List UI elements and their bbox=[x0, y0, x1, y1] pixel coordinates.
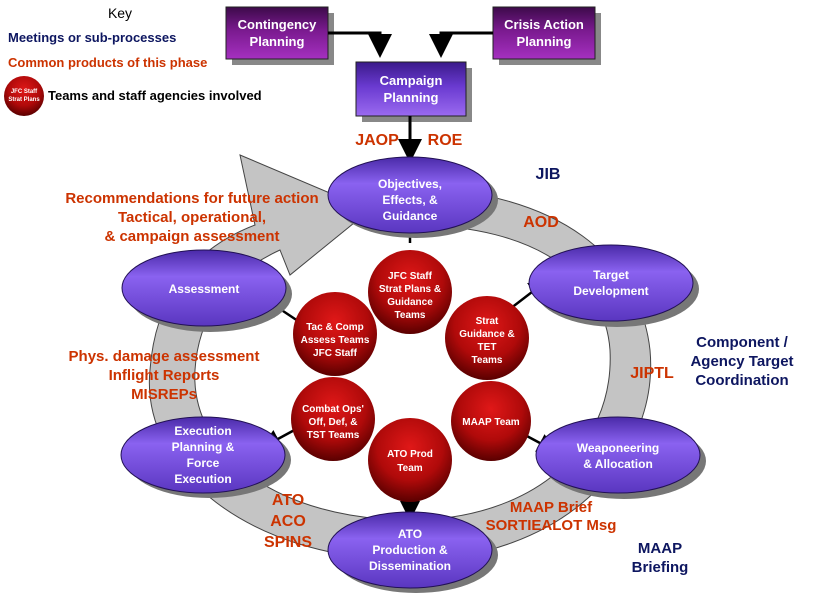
crisis-action-planning-box: Crisis Action Planning bbox=[492, 6, 601, 65]
svg-text:Agency Target: Agency Target bbox=[690, 353, 793, 370]
product-roe: ROE bbox=[428, 132, 463, 149]
svg-text:Assess Teams: Assess Teams bbox=[301, 335, 370, 346]
svg-text:Execution: Execution bbox=[174, 472, 231, 486]
svg-text:Objectives,: Objectives, bbox=[378, 177, 442, 191]
product-jiptl: JIPTL bbox=[630, 365, 674, 382]
product-recommendations: Recommendations for future action Tactic… bbox=[65, 190, 318, 245]
team-ato-prod: ATO Prod Team bbox=[368, 418, 452, 502]
svg-text:Guidance &: Guidance & bbox=[459, 329, 515, 340]
svg-text:Assessment: Assessment bbox=[169, 282, 240, 296]
svg-text:TET: TET bbox=[478, 342, 497, 353]
phase-execution: Execution Planning & Force Execution bbox=[120, 416, 291, 498]
svg-text:MAAP: MAAP bbox=[638, 540, 682, 557]
team-tac-comp: Tac & Comp Assess Teams JFC Staff bbox=[293, 292, 377, 376]
product-maap: MAAP Brief SORTIEALOT Msg bbox=[486, 499, 617, 534]
svg-text:Effects, &: Effects, & bbox=[382, 193, 438, 207]
svg-text:Tac & Comp: Tac & Comp bbox=[306, 322, 364, 333]
product-aod: AOD bbox=[523, 214, 559, 231]
svg-text:ATO: ATO bbox=[272, 492, 304, 509]
svg-text:& Allocation: & Allocation bbox=[583, 457, 653, 471]
phase-assessment: Assessment bbox=[121, 249, 292, 332]
svg-text:Phys. damage assessment: Phys. damage assessment bbox=[69, 348, 260, 365]
svg-text:MAAP Brief: MAAP Brief bbox=[510, 499, 593, 516]
svg-text:MAAP Team: MAAP Team bbox=[462, 417, 520, 428]
svg-text:Contingency: Contingency bbox=[238, 17, 317, 32]
team-jfc-staff: JFC Staff Strat Plans & Guidance Teams bbox=[368, 250, 452, 334]
phase-ato-production: ATO Production & Dissemination bbox=[327, 511, 498, 593]
svg-text:Weaponeering: Weaponeering bbox=[577, 441, 659, 455]
svg-text:ATO Prod: ATO Prod bbox=[387, 449, 433, 460]
phase-weaponeering: Weaponeering & Allocation bbox=[535, 416, 706, 499]
svg-text:Inflight Reports: Inflight Reports bbox=[109, 367, 220, 384]
svg-text:Planning: Planning bbox=[517, 34, 572, 49]
svg-text:ACO: ACO bbox=[270, 513, 306, 530]
svg-text:Planning: Planning bbox=[384, 90, 439, 105]
svg-text:SORTIEALOT Msg: SORTIEALOT Msg bbox=[486, 517, 617, 534]
svg-text:Component /: Component / bbox=[696, 334, 788, 351]
meeting-component-coordination: Component / Agency Target Coordination bbox=[690, 334, 793, 389]
svg-text:JFC Staff: JFC Staff bbox=[388, 271, 433, 282]
svg-text:Off, Def, &: Off, Def, & bbox=[309, 417, 358, 428]
svg-text:Teams: Teams bbox=[472, 355, 503, 366]
product-phys-damage: Phys. damage assessment Inflight Reports… bbox=[69, 348, 260, 403]
svg-text:& campaign assessment: & campaign assessment bbox=[104, 228, 279, 245]
svg-text:Strat Plans &: Strat Plans & bbox=[379, 284, 441, 295]
svg-text:Production &: Production & bbox=[372, 543, 448, 557]
team-maap: MAAP Team bbox=[451, 381, 531, 461]
key-teams: Teams and staff agencies involved bbox=[48, 88, 262, 103]
key-products: Common products of this phase bbox=[8, 55, 207, 70]
svg-text:Crisis Action: Crisis Action bbox=[504, 17, 584, 32]
svg-text:Tactical, operational,: Tactical, operational, bbox=[118, 209, 266, 226]
key-team-icon-line: JFC Staff bbox=[11, 89, 38, 95]
svg-text:SPINS: SPINS bbox=[264, 534, 312, 551]
key-title: Key bbox=[108, 5, 132, 21]
svg-text:TST Teams: TST Teams bbox=[307, 430, 360, 441]
svg-text:Teams: Teams bbox=[395, 310, 426, 321]
team-strat-guidance: Strat Guidance & TET Teams bbox=[445, 296, 529, 380]
product-jaop: JAOP bbox=[355, 132, 399, 149]
svg-text:Team: Team bbox=[397, 463, 422, 474]
key: Key Meetings or sub-processes Common pro… bbox=[4, 5, 262, 116]
svg-text:Guidance: Guidance bbox=[383, 209, 438, 223]
svg-text:Development: Development bbox=[573, 284, 648, 298]
contingency-planning-box: Contingency Planning bbox=[225, 6, 334, 65]
svg-text:ATO: ATO bbox=[398, 527, 422, 541]
phase-target-development: Target Development bbox=[528, 244, 699, 327]
svg-text:MISREPs: MISREPs bbox=[131, 386, 197, 403]
svg-text:Strat: Strat bbox=[476, 316, 499, 327]
svg-text:JFC Staff: JFC Staff bbox=[313, 348, 358, 359]
svg-text:Briefing: Briefing bbox=[632, 559, 689, 576]
svg-text:Combat Ops': Combat Ops' bbox=[302, 404, 364, 415]
key-team-icon bbox=[4, 76, 44, 116]
svg-text:Recommendations for future act: Recommendations for future action bbox=[65, 190, 318, 207]
meeting-maap-briefing: MAAP Briefing bbox=[632, 540, 689, 576]
svg-text:Dissemination: Dissemination bbox=[369, 559, 451, 573]
key-meetings: Meetings or sub-processes bbox=[8, 30, 176, 45]
phase-objectives: Objectives, Effects, & Guidance bbox=[327, 156, 498, 238]
svg-text:Guidance: Guidance bbox=[387, 297, 433, 308]
svg-text:Coordination: Coordination bbox=[695, 372, 788, 389]
svg-text:Execution: Execution bbox=[174, 424, 231, 438]
svg-text:Campaign: Campaign bbox=[380, 73, 443, 88]
svg-text:Target: Target bbox=[593, 268, 629, 282]
product-ato: ATO ACO SPINS bbox=[264, 492, 312, 551]
campaign-planning-box: Campaign Planning bbox=[355, 61, 472, 122]
svg-text:Force: Force bbox=[187, 456, 220, 470]
svg-text:Planning: Planning bbox=[250, 34, 305, 49]
meeting-jib: JIB bbox=[536, 166, 561, 183]
svg-text:Planning &: Planning & bbox=[172, 440, 235, 454]
team-combat-ops: Combat Ops' Off, Def, & TST Teams bbox=[291, 377, 375, 461]
key-team-icon-line: Strat Plans bbox=[8, 97, 40, 103]
